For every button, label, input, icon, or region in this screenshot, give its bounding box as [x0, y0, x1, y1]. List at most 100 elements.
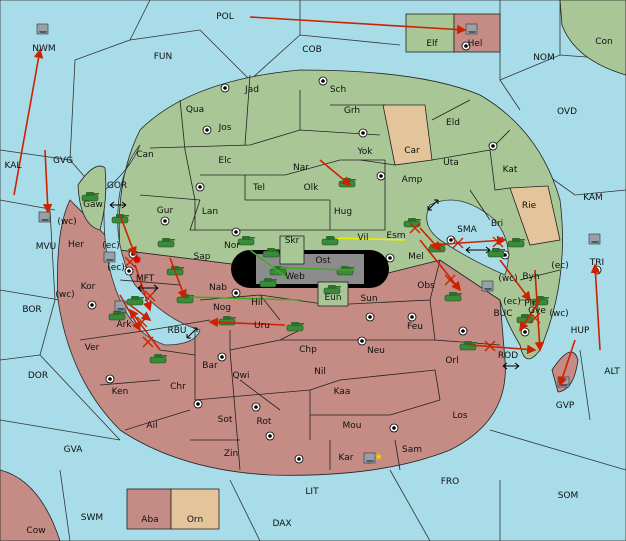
failed-order-cross-icon: [142, 336, 154, 348]
army-unit-icon[interactable]: [157, 238, 175, 248]
region-rie[interactable]: [509, 185, 561, 246]
attack-arrow: [419, 227, 442, 252]
attack-arrow: [42, 149, 53, 214]
supply-center-dot: [193, 399, 203, 409]
supply-center-dot: [105, 374, 115, 384]
fleet-unit-icon[interactable]: [481, 280, 494, 292]
supply-center-dot: [458, 326, 468, 336]
red-region-label-nwm: NWM: [32, 44, 55, 54]
fleet-unit-icon[interactable]: [36, 23, 49, 35]
fleet-unit-icon[interactable]: [363, 452, 376, 464]
green-region-label-lan: Lan: [202, 207, 218, 217]
army-unit-icon[interactable]: [286, 322, 304, 332]
green-region-label-hel: Hel: [468, 39, 483, 49]
support-arrow: [334, 237, 406, 241]
supply-center-dot: [385, 253, 395, 263]
army-unit-icon[interactable]: [531, 296, 549, 306]
army-unit-icon[interactable]: [487, 248, 505, 258]
supply-center-dot: [217, 352, 227, 362]
coast-label-ec: (ec): [503, 297, 521, 307]
failed-order-cross-icon: [409, 222, 421, 234]
attack-arrow: [590, 263, 601, 351]
army-unit-icon[interactable]: [237, 236, 255, 246]
attack-arrow: [499, 259, 531, 302]
attack-arrow: [419, 239, 461, 292]
supply-center-dot: [407, 312, 417, 322]
fleet-unit-icon[interactable]: [588, 233, 601, 245]
support-arrow: [189, 296, 301, 301]
sea-label-buc: BUC: [493, 309, 512, 319]
fleet-unit-icon[interactable]: [557, 376, 570, 388]
army-unit-icon[interactable]: [262, 248, 280, 258]
green-region-label-eld: Eld: [446, 118, 460, 128]
sea-label-nom: NOM: [533, 53, 555, 63]
coast-label-wc: (wc): [57, 217, 76, 227]
army-unit-icon[interactable]: [259, 278, 277, 288]
red-region-label-bar: Bar: [202, 361, 218, 371]
red-region-label-sot: Sot: [218, 415, 233, 425]
green-region-label-car: Car: [404, 146, 420, 156]
red-region-label-rot: Rot: [257, 417, 272, 427]
army-unit-icon[interactable]: [323, 285, 341, 295]
green-region-label-gve: Gve: [528, 306, 546, 316]
northern-landmass: [118, 69, 563, 360]
green-region-label-jos: Jos: [218, 123, 232, 133]
red-region-label-ken: Ken: [112, 387, 129, 397]
failed-order-cross-icon: [484, 340, 496, 352]
green-region-label-yok: Yok: [356, 147, 373, 157]
green-region-label-tel: Tel: [252, 183, 265, 193]
channel-gor[interactable]: [103, 144, 201, 346]
fleet-unit-icon[interactable]: [465, 23, 478, 35]
supply-center-dot: [365, 312, 375, 322]
sea-label-gor: GOR: [107, 181, 127, 191]
sea-label-con: Con: [595, 37, 613, 47]
green-region-label-rie: Rie: [522, 201, 537, 211]
army-unit-icon[interactable]: [507, 238, 525, 248]
red-region-label-chp: Chp: [299, 345, 317, 355]
fleet-unit-icon[interactable]: [38, 211, 51, 223]
green-region-label-elc: Elc: [218, 156, 231, 166]
attack-arrow: [557, 339, 576, 387]
red-region-label-los: Los: [452, 411, 467, 421]
red-region-label-aba: Aba: [141, 515, 158, 525]
red-region-label-nog: Nog: [213, 303, 231, 313]
sea-label-hup: HUP: [571, 326, 590, 336]
dislodged-burst-icon: ✹: [132, 253, 142, 267]
army-unit-icon[interactable]: [126, 296, 144, 306]
army-unit-icon[interactable]: [108, 311, 126, 321]
green-region-label-skr: Skr: [285, 236, 300, 246]
army-unit-icon[interactable]: [81, 192, 99, 202]
attack-arrow: [319, 159, 352, 187]
supply-center-dot: [220, 83, 230, 93]
coast-label-wc: (wc): [498, 274, 517, 284]
green-region-label-ost: Ost: [315, 256, 331, 266]
convoy-markers: [109, 199, 520, 370]
sea-label-cob: COB: [302, 45, 322, 55]
inner-sea-sma[interactable]: [426, 199, 509, 276]
coast-label-ec: (ec): [551, 261, 569, 271]
army-unit-icon[interactable]: [444, 292, 462, 302]
army-unit-icon[interactable]: [149, 354, 167, 364]
supply-center-dot: [389, 423, 399, 433]
red-region-label-ver: Ver: [85, 343, 100, 353]
coast-label-wc: (wc): [549, 309, 568, 319]
red-region-label-mft: MFT: [136, 274, 155, 284]
red-region-label-neu: Neu: [367, 346, 385, 356]
region-orn[interactable]: [170, 488, 220, 530]
attack-arrow: [534, 269, 545, 352]
green-region-label-gur: Gur: [157, 206, 174, 216]
attack-arrow: [208, 317, 286, 328]
attack-arrow: [169, 257, 187, 300]
green-region-label-vil: Vil: [358, 233, 369, 243]
green-region-label-qua: Qua: [186, 105, 204, 115]
sea-label-kal: KAL: [5, 161, 22, 171]
supply-center-dot: [265, 431, 275, 441]
red-region-label-her: Her: [68, 240, 84, 250]
region-aba[interactable]: [126, 488, 172, 530]
red-region-label-sam: Sam: [402, 445, 422, 455]
supply-center-dot: [251, 402, 261, 412]
region-elf[interactable]: [405, 13, 455, 53]
army-unit-icon[interactable]: [403, 218, 421, 228]
fleet-unit-icon[interactable]: [103, 251, 116, 263]
